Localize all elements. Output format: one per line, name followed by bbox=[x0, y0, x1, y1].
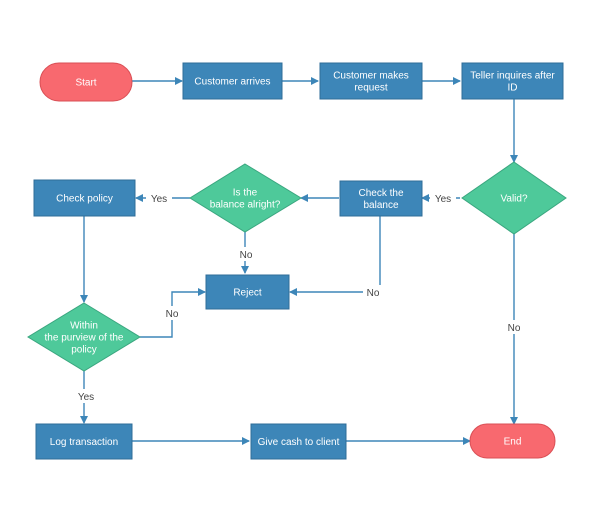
node-label-line: Valid? bbox=[500, 194, 527, 205]
edge-label-valid-yes: Yes bbox=[435, 194, 451, 205]
edges bbox=[80, 77, 518, 445]
node-label-line: End bbox=[504, 437, 522, 448]
log-transaction-process[interactable]: Log transaction bbox=[35, 423, 133, 460]
node-label-line: ID bbox=[508, 83, 518, 94]
reject-process[interactable]: Reject bbox=[205, 274, 290, 310]
valid-decision[interactable]: Valid? bbox=[461, 161, 567, 235]
give-cash-label: Give cash to client bbox=[258, 437, 340, 448]
end-terminal[interactable]: End bbox=[469, 423, 556, 459]
edge-label-policy-yes: Yes bbox=[78, 392, 94, 403]
node-label-line: Within bbox=[70, 321, 98, 332]
reject-label: Reject bbox=[233, 288, 262, 299]
customer-arrives-label: Customer arrives bbox=[194, 77, 270, 88]
node-label-line: Log transaction bbox=[50, 437, 118, 448]
edge-label-valid-no: No bbox=[508, 323, 521, 334]
node-label-line: balance alright? bbox=[210, 200, 281, 211]
node-label-line: Is the bbox=[233, 188, 258, 199]
node-label-line: Give cash to client bbox=[258, 437, 340, 448]
edge-labels: Yes No Yes No No Yes No bbox=[73, 191, 524, 403]
give-cash-process[interactable]: Give cash to client bbox=[250, 423, 347, 460]
node-label-line: request bbox=[354, 83, 388, 94]
node-label-line: Check policy bbox=[56, 194, 113, 205]
log-transaction-label: Log transaction bbox=[50, 437, 118, 448]
edge-label-balance-no: No bbox=[240, 250, 253, 261]
customer-arrives-process[interactable]: Customer arrives bbox=[182, 62, 283, 100]
node-label-line: Reject bbox=[233, 288, 262, 299]
edge-label-policy-no: No bbox=[166, 309, 179, 320]
node-label-line: policy bbox=[71, 345, 97, 356]
check-policy-label: Check policy bbox=[56, 194, 113, 205]
node-label-line: Start bbox=[75, 78, 96, 89]
end-label: End bbox=[504, 437, 522, 448]
node-label-line: balance bbox=[363, 200, 398, 211]
node-label-line: the purview of the bbox=[45, 333, 124, 344]
start-label: Start bbox=[75, 78, 96, 89]
node-label-line: Teller inquires after bbox=[470, 71, 555, 82]
node-label-line: Customer arrives bbox=[194, 77, 270, 88]
start-terminal[interactable]: Start bbox=[39, 62, 133, 102]
check-policy-process[interactable]: Check policy bbox=[33, 179, 136, 217]
edge-label-balance-yes: Yes bbox=[151, 194, 167, 205]
node-label-line: Check the bbox=[358, 188, 403, 199]
node-label-line: Customer makes bbox=[333, 71, 409, 82]
edge-label-check-balance-no: No bbox=[367, 288, 380, 299]
valid-label: Valid? bbox=[500, 194, 527, 205]
edge-check-balance-to-reject bbox=[289, 216, 381, 296]
